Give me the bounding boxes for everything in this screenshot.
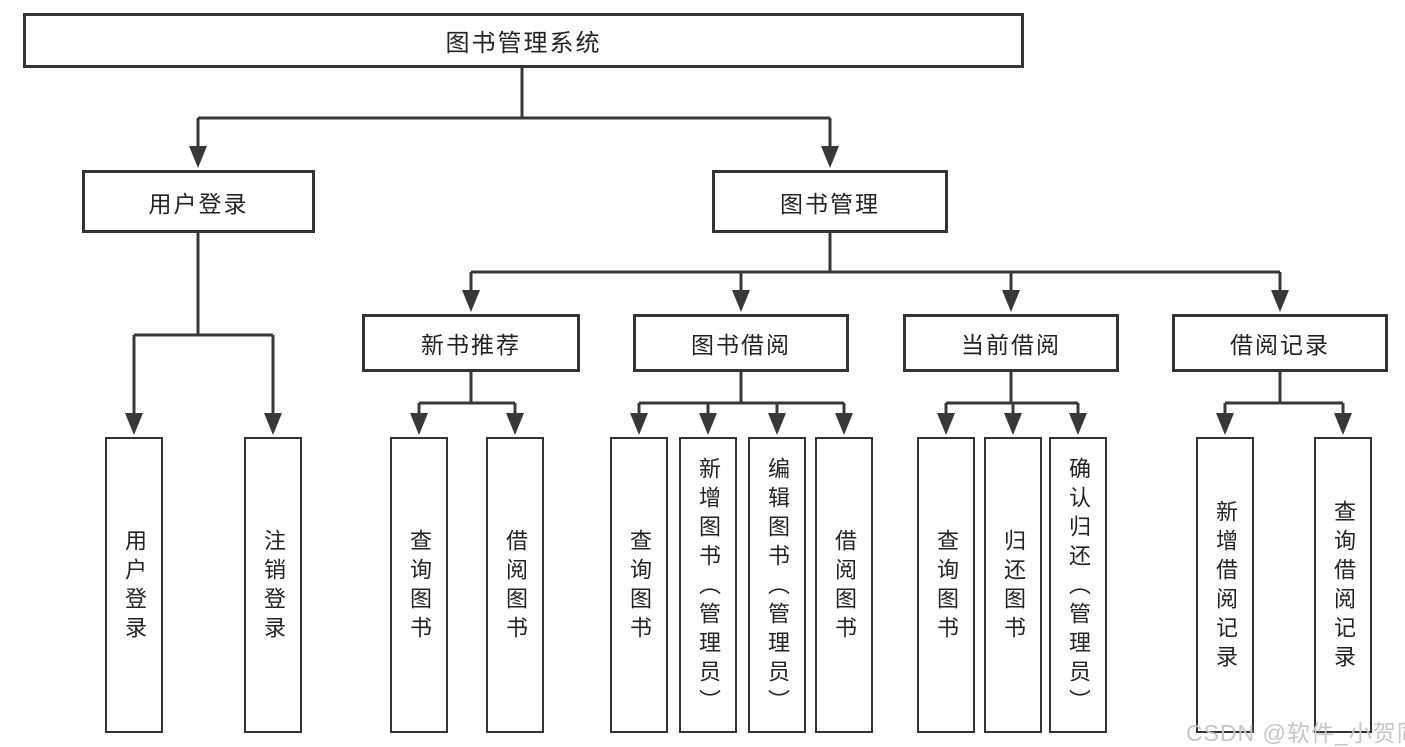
leaf-current-return-books: 归还图书 — [984, 437, 1042, 733]
node-current-borrowing: 当前借阅 — [903, 314, 1119, 372]
arrowhead — [189, 146, 207, 168]
node-borrowing-records: 借阅记录 — [1172, 314, 1388, 372]
edge-userlogin-to-leaves — [132, 233, 275, 419]
leaf-borrow-add-books-admin: 新增图书（管理员） — [679, 437, 737, 733]
leaf-logout: 注销登录 — [244, 437, 302, 733]
edge-records-to-leaves — [1223, 372, 1345, 419]
arrowhead — [1002, 290, 1020, 312]
arrowhead — [630, 413, 648, 435]
leaf-borrow-borrow-books: 借阅图书 — [815, 437, 873, 733]
edge-bookmgmt-to-level3 — [469, 233, 1282, 296]
arrowhead — [821, 146, 839, 168]
leaf-records-query-record: 查询借阅记录 — [1314, 437, 1372, 733]
node-library-management-system: 图书管理系统 — [23, 13, 1024, 68]
arrowhead — [937, 413, 955, 435]
node-user-login: 用户登录 — [82, 170, 315, 233]
leaf-newbook-borrow-books: 借阅图书 — [486, 437, 544, 733]
node-new-book-recommend: 新书推荐 — [362, 314, 580, 372]
edge-borrow-to-leaves — [637, 372, 846, 419]
arrowhead — [462, 290, 480, 312]
leaf-records-add-record: 新增借阅记录 — [1196, 437, 1254, 733]
arrowhead — [1334, 413, 1352, 435]
arrowhead — [264, 413, 282, 435]
arrowhead — [835, 413, 853, 435]
arrowhead — [699, 413, 717, 435]
arrowhead — [768, 413, 786, 435]
leaf-borrow-query-books: 查询图书 — [610, 437, 668, 733]
leaf-borrow-edit-books-admin: 编辑图书（管理员） — [748, 437, 806, 733]
arrowhead — [506, 413, 524, 435]
watermark: CSDN @软件_小贺同学 — [1186, 720, 1405, 746]
arrowhead — [1216, 413, 1234, 435]
edge-newbook-to-leaves — [417, 372, 517, 419]
arrowhead — [125, 413, 143, 435]
arrowhead — [732, 290, 750, 312]
arrowhead — [1069, 413, 1087, 435]
node-book-borrowing: 图书借阅 — [633, 314, 849, 372]
node-book-management: 图书管理 — [712, 170, 948, 233]
leaf-current-confirm-return-admin: 确认归还（管理员） — [1049, 437, 1107, 733]
edge-root-to-level2 — [196, 67, 832, 152]
edge-current-to-leaves — [944, 372, 1080, 419]
leaf-current-query-books: 查询图书 — [917, 437, 975, 733]
arrowhead — [410, 413, 428, 435]
leaf-newbook-query-books: 查询图书 — [390, 437, 448, 733]
arrowheads — [125, 146, 1352, 435]
leaf-user-login: 用户登录 — [105, 437, 163, 733]
arrowhead — [1004, 413, 1022, 435]
arrowhead — [1271, 290, 1289, 312]
